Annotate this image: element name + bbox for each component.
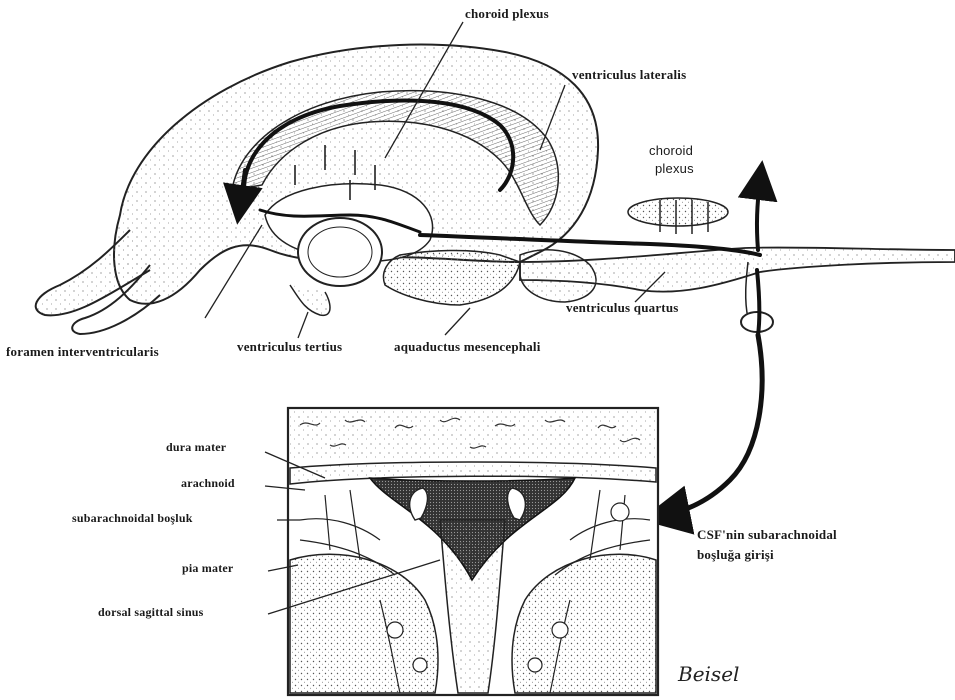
label-ventriculus-tertius: ventriculus tertius — [237, 339, 342, 355]
label-dorsal-sagittal-sinus: dorsal sagittal sinus — [98, 605, 204, 620]
label-aquaductus-mesencephali: aquaductus mesencephali — [394, 339, 541, 355]
label-subarachnoidal-bosluk: subarachnoidal boşluk — [72, 511, 193, 526]
midbrain — [383, 250, 520, 305]
csf-flow-down — [757, 270, 759, 335]
csf-flow-up-arrow — [757, 180, 760, 250]
meninges-inset — [288, 408, 658, 695]
label-ventriculus-quartus: ventriculus quartus — [566, 300, 679, 316]
label-choroid-plexus-right-l2: plexus — [655, 161, 694, 176]
label-pia-mater: pia mater — [182, 561, 233, 576]
label-choroid-plexus-top: choroid plexus — [465, 6, 549, 22]
brain-sagittal-section — [36, 45, 955, 334]
skull-band — [290, 410, 656, 460]
csf-flow-to-inset — [665, 335, 762, 515]
label-foramen-interventricularis: foramen interventricularis — [6, 344, 159, 360]
label-dura-mater: dura mater — [166, 440, 226, 455]
olfactory-bulb — [36, 230, 150, 315]
label-arachnoid: arachnoid — [181, 476, 235, 491]
hypothalamus — [290, 285, 330, 315]
artist-signature: Beisel — [678, 662, 739, 686]
interthalamic-adhesion — [298, 218, 382, 286]
fourth-ventricle-choroid-plexus — [628, 198, 728, 226]
label-csf-entry-l2: boşluğa girişi — [697, 547, 774, 563]
label-choroid-plexus-right-l1: choroid — [649, 143, 693, 158]
label-csf-entry-l1: CSF'nin subarachnoidal — [697, 527, 837, 543]
label-ventriculus-lateralis: ventriculus lateralis — [572, 67, 686, 83]
